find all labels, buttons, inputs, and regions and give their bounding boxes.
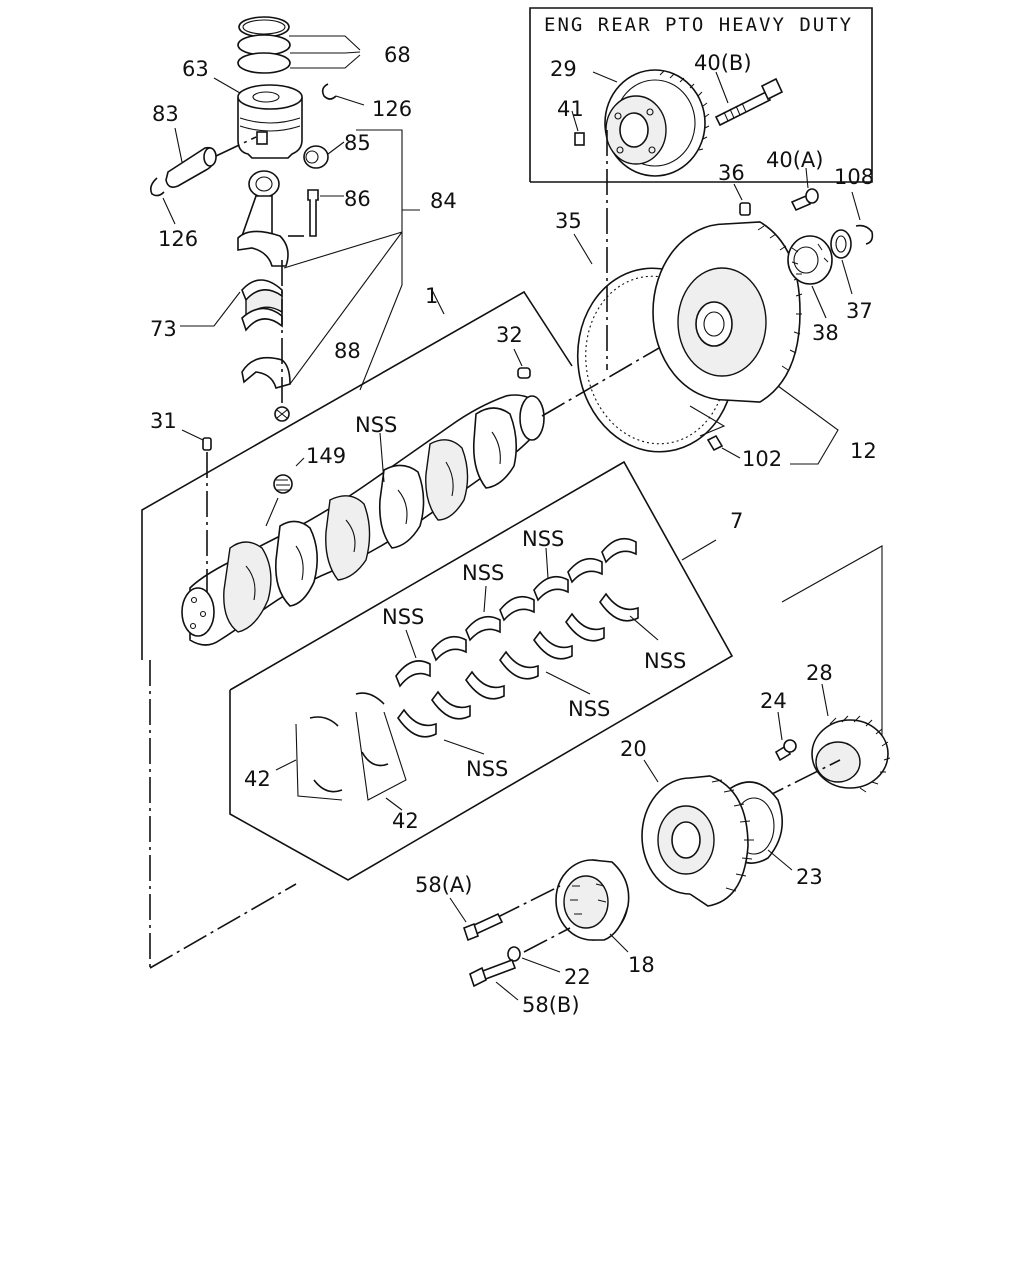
inset-title: ENG REAR PTO HEAVY DUTY [544, 14, 853, 36]
callout-nss-4: NSS [522, 527, 564, 551]
callout-nss-6: NSS [568, 697, 610, 721]
callout-73: 73 [150, 317, 177, 341]
bolt-24 [774, 739, 797, 762]
callout-nss-7: NSS [466, 757, 508, 781]
callout-58b: 58(B) [522, 993, 580, 1017]
bolt-58a [463, 912, 504, 942]
callout-12: 12 [850, 439, 877, 463]
seal-37 [830, 229, 852, 259]
callout-126-bottom: 126 [158, 227, 198, 251]
callout-108: 108 [834, 165, 874, 189]
callout-18: 18 [628, 953, 655, 977]
callout-36: 36 [718, 161, 745, 185]
callout-22: 22 [564, 965, 591, 989]
snap-ring-126-top [321, 83, 337, 100]
damper-hub-18 [555, 859, 630, 941]
callout-149: 149 [306, 444, 346, 468]
bolt-40b [714, 77, 784, 127]
callout-37: 37 [846, 299, 873, 323]
callout-41: 41 [557, 97, 584, 121]
dowel-pin-32 [517, 367, 531, 379]
dowel-36 [739, 202, 751, 216]
dowel-pin-31 [202, 437, 212, 451]
connecting-rod-84 [237, 170, 289, 267]
bearing-38 [787, 235, 833, 285]
callout-23: 23 [796, 865, 823, 889]
main-bearing-shells [395, 537, 639, 738]
callout-88: 88 [334, 339, 361, 363]
callout-126-top: 126 [372, 97, 412, 121]
callout-40a: 40(A) [766, 148, 823, 172]
callout-nss-crankshaft: NSS [355, 413, 397, 437]
pto-inset-box: ENG REAR PTO HEAVY DUTY 29 40(B) 41 [529, 7, 873, 183]
callout-35: 35 [555, 209, 582, 233]
pin-41 [574, 132, 585, 146]
bolt-40a [790, 188, 819, 212]
callout-20: 20 [620, 737, 647, 761]
thrust-washers-42 [309, 692, 389, 793]
callout-nss-5: NSS [644, 649, 686, 673]
piston-rings-68 [237, 16, 361, 74]
rod-bolt-86 [307, 189, 319, 237]
snap-ring-108 [855, 224, 874, 245]
callout-nss-2: NSS [382, 605, 424, 629]
piston-pin-83 [165, 136, 257, 188]
callout-102: 102 [742, 447, 782, 471]
callout-68: 68 [384, 43, 411, 67]
pto-gear-29 [604, 69, 710, 177]
crankshaft-nss [181, 394, 545, 646]
callout-83: 83 [152, 102, 179, 126]
callout-84: 84 [430, 189, 457, 213]
bolt-58b [469, 958, 517, 988]
washer-22 [507, 946, 521, 962]
piston-63 [237, 84, 303, 159]
callout-58a: 58(A) [415, 873, 472, 897]
callout-28: 28 [806, 661, 833, 685]
callout-86: 86 [344, 187, 371, 211]
callout-31: 31 [150, 409, 177, 433]
callout-nss-3: NSS [462, 561, 504, 585]
callout-63: 63 [182, 57, 209, 81]
callout-29: 29 [550, 57, 577, 81]
bolt-102 [706, 434, 724, 452]
bearing-shell-73 [241, 279, 283, 332]
rod-cap [241, 356, 291, 422]
callout-38: 38 [812, 321, 839, 345]
snap-ring-126-bottom [150, 177, 165, 197]
callout-85: 85 [344, 131, 371, 155]
plug-149 [273, 474, 293, 494]
callout-40b: 40(B) [694, 51, 752, 75]
callout-42-left: 42 [244, 767, 271, 791]
callout-7: 7 [730, 509, 743, 533]
callout-32: 32 [496, 323, 523, 347]
callout-24: 24 [760, 689, 787, 713]
callout-42-right: 42 [392, 809, 419, 833]
pulley-20 [641, 775, 754, 907]
flywheel-12 [652, 221, 803, 403]
bushing-85 [303, 145, 329, 169]
callout-1: 1 [425, 284, 438, 308]
gear-28 [811, 715, 891, 793]
